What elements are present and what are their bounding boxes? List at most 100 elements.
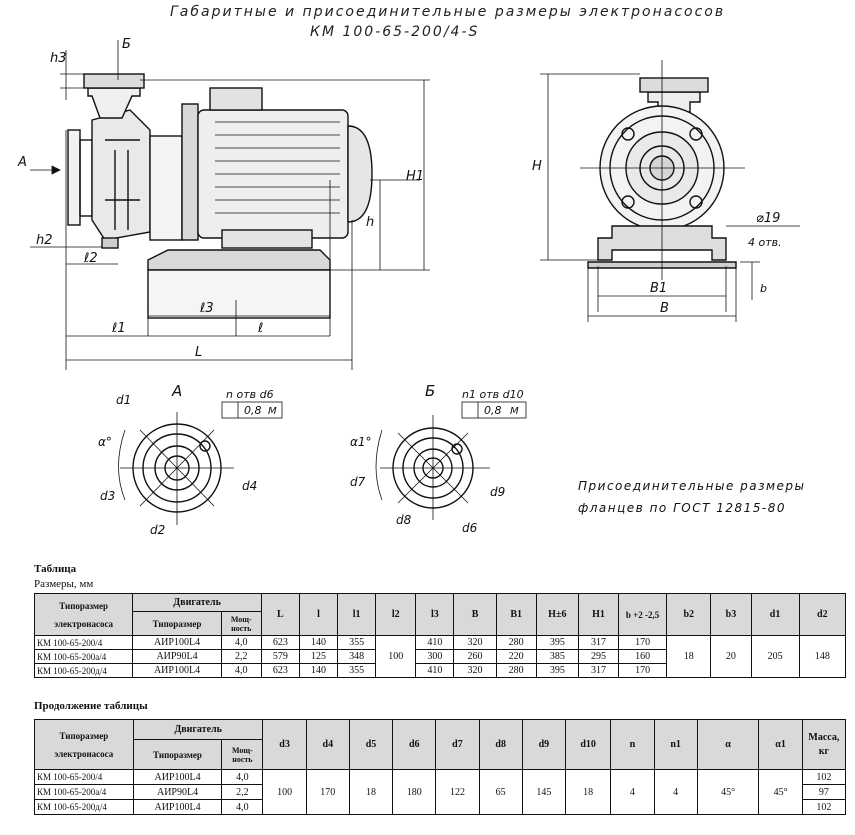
t2-head-type: Типоразмер электронасоса — [34, 719, 134, 770]
t1-r2-H: 395 — [535, 663, 579, 678]
t1-r2-power: 4,0 — [220, 663, 262, 678]
drawing-title: Габаритные и присоединительные размеры э… — [170, 4, 726, 20]
t2-col-n1: n1 — [653, 719, 698, 770]
label-tolerance-b: 0,8 — [484, 404, 502, 417]
t1-col-B1: B1 — [495, 593, 537, 636]
label-alpha1: α1° — [350, 435, 372, 449]
label-l: ℓ — [257, 321, 263, 336]
t1-head-type: Типоразмер электронасоса — [33, 593, 134, 636]
t1-r1-L: 579 — [260, 649, 300, 664]
t1-col-l1: l1 — [337, 593, 377, 636]
t1-r0-H1: 317 — [577, 635, 620, 650]
t1-col-d2: d2 — [798, 593, 847, 636]
t1-l2-shared: 100 — [375, 635, 417, 678]
pump-drawing: h3 Б А h2 ℓ2 ℓ3 ℓ1 ℓ L h H1 H ⌀19 4 отв.… — [17, 37, 806, 537]
t1-r0-b: 170 — [618, 635, 668, 650]
label-m-a: M — [268, 406, 277, 417]
label-B1: B1 — [650, 281, 667, 296]
t1-col-H: H±6 — [535, 593, 579, 636]
label-b: b — [760, 282, 767, 295]
t2-d7-shared: 122 — [435, 769, 480, 815]
t1-r1-type: КМ 100-65-200а/4 — [33, 649, 134, 664]
table1-title: Таблица — [34, 563, 77, 575]
t2-r0-power: 4,0 — [221, 769, 264, 785]
continuation-table: Типоразмер электронасоса Двигатель d3 d4… — [34, 719, 847, 815]
label-l1: ℓ1 — [111, 321, 126, 336]
t1-r0-type: КМ 100-65-200/4 — [33, 635, 134, 650]
t2-head-motor-type: Типоразмер — [132, 739, 223, 770]
label-H: H — [532, 159, 542, 174]
t1-r0-motor: АИР100L4 — [132, 635, 222, 650]
label-d19: ⌀19 — [756, 211, 780, 226]
table-row: КМ 100-65-200д/4 АИР100L4 4,0 102 — [34, 799, 847, 815]
t2-d3-shared: 100 — [262, 769, 307, 815]
t2-r2-power: 4,0 — [221, 799, 264, 815]
t1-col-l: l — [298, 593, 339, 636]
label-d9: d9 — [490, 485, 505, 499]
t2-col-mass: Масса, кг — [801, 719, 847, 770]
t1-r0-H: 395 — [535, 635, 579, 650]
t1-col-l2: l2 — [375, 593, 417, 636]
t1-col-b2: b2 — [666, 593, 712, 636]
t2-r0-type: КМ 100-65-200/4 — [34, 769, 134, 785]
t1-r1-H1: 295 — [577, 649, 620, 664]
t2-col-alpha1: α1 — [758, 719, 803, 770]
t2-n1-shared: 4 — [653, 769, 698, 815]
t1-head-motor: Двигатель — [132, 593, 262, 612]
label-l3: ℓ3 — [199, 301, 214, 316]
flange-note-line1: Присоединительные размеры — [578, 479, 806, 493]
t2-r1-type: КМ 100-65-200а/4 — [34, 784, 134, 800]
t2-r1-mass: 97 — [801, 784, 847, 800]
label-view-mark-a: А — [17, 155, 27, 170]
label-view-mark-b: Б — [122, 37, 131, 52]
t2-r1-power: 2,2 — [221, 784, 264, 800]
t1-r2-B: 320 — [453, 663, 497, 678]
t2-col-d5: d5 — [348, 719, 394, 770]
t1-r1-l: 125 — [298, 649, 339, 664]
t2-col-alpha: α — [696, 719, 760, 770]
t1-r1-H: 385 — [535, 649, 579, 664]
label-view-a: А — [171, 382, 182, 400]
t1-b3-shared: 20 — [710, 635, 752, 678]
t1-r2-B1: 280 — [495, 663, 537, 678]
label-B: B — [660, 301, 669, 316]
t1-r2-b: 170 — [618, 663, 668, 678]
t1-r0-power: 4,0 — [220, 635, 262, 650]
t1-r1-l3: 300 — [415, 649, 455, 664]
t2-d4-shared: 170 — [305, 769, 350, 815]
t1-r1-B1: 220 — [495, 649, 537, 664]
t2-col-d3: d3 — [262, 719, 307, 770]
label-view-b: Б — [425, 382, 435, 400]
t1-d2-shared: 148 — [798, 635, 847, 678]
t2-d10-shared: 18 — [564, 769, 612, 815]
label-H1: H1 — [406, 169, 424, 184]
t2-col-d8: d8 — [478, 719, 523, 770]
t2-alpha1-shared: 45° — [758, 769, 803, 815]
label-m-b: M — [510, 406, 519, 417]
t1-r2-l3: 410 — [415, 663, 455, 678]
front-view — [540, 60, 800, 322]
t1-b2-shared: 18 — [666, 635, 712, 678]
table2-title: Продолжение таблицы — [34, 700, 148, 712]
t2-d9-shared: 145 — [521, 769, 567, 815]
t2-r2-motor: АИР100L4 — [132, 799, 223, 815]
table-row: КМ 100-65-200/4 АИР100L4 4,0 100 170 18 … — [34, 769, 847, 815]
t2-head-power: Мощ-ность — [221, 739, 264, 770]
t1-col-H1: H1 — [577, 593, 620, 636]
table1-subtitle: Размеры, мм — [34, 578, 94, 590]
flange-view-b — [375, 401, 527, 520]
t1-r0-l3: 410 — [415, 635, 455, 650]
label-h3: h3 — [50, 51, 67, 66]
side-view — [30, 40, 430, 370]
t1-col-l3: l3 — [415, 593, 455, 636]
table-row: КМ 100-65-200д/4 АИР100L4 4,0 623 140 35… — [33, 663, 846, 678]
t2-r0-motor: АИР100L4 — [132, 769, 223, 785]
t1-head-motor-type: Типоразмер — [132, 611, 222, 636]
t2-col-d6: d6 — [392, 719, 437, 770]
t1-r0-l1: 355 — [337, 635, 377, 650]
label-n1-holes-d10: n1 отв d10 — [462, 388, 524, 401]
t1-r1-B: 260 — [453, 649, 497, 664]
t1-col-d1: d1 — [750, 593, 800, 636]
t1-r0-l: 140 — [298, 635, 339, 650]
t1-r2-motor: АИР100L4 — [132, 663, 222, 678]
